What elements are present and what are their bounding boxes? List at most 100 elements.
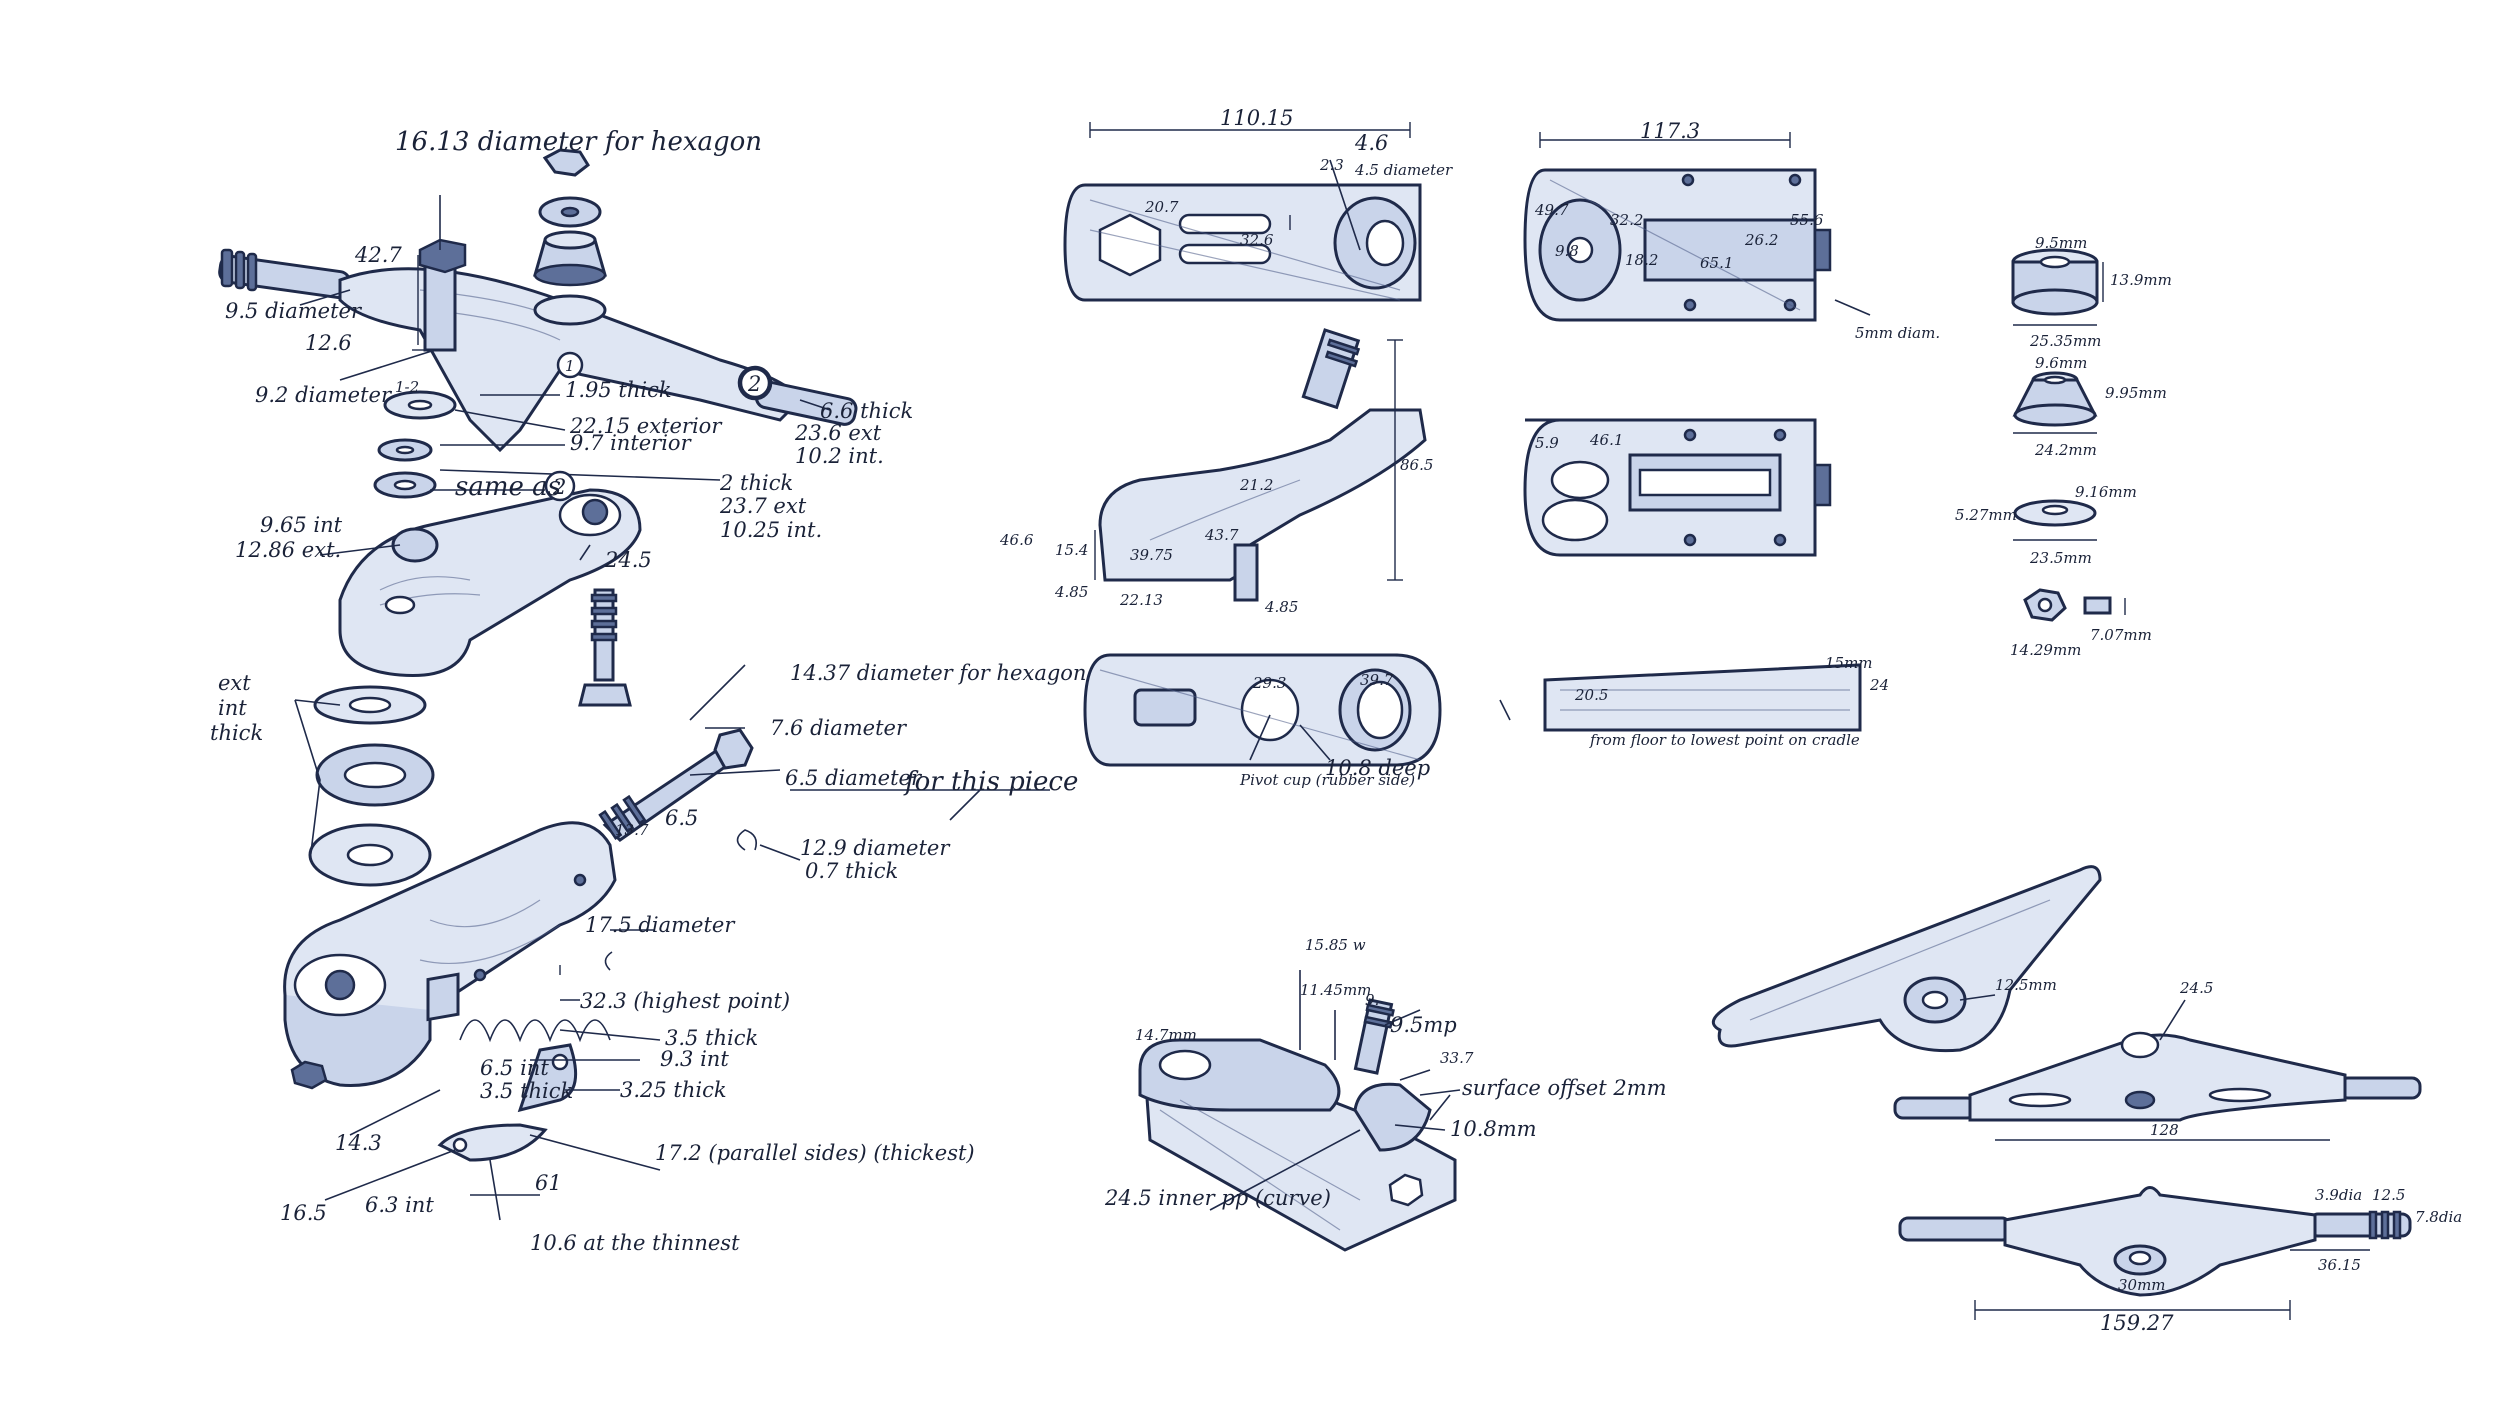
side-view bbox=[1094, 328, 1427, 602]
label-20-5: 20.5 bbox=[1574, 686, 1608, 704]
label-20-7: 20.7 bbox=[1144, 198, 1179, 216]
ortho-leaders bbox=[1249, 159, 1871, 761]
label-1-2: 1-2 bbox=[395, 378, 419, 396]
label-24: 24 bbox=[1869, 676, 1889, 694]
label-4-85a: 4.85 bbox=[1054, 583, 1088, 601]
bearing-stack bbox=[294, 685, 435, 887]
label-33: 33.7 bbox=[1440, 1049, 1474, 1067]
label-39-7: 39.7 bbox=[1360, 671, 1394, 689]
bottom-view-1 bbox=[1523, 418, 1832, 557]
front-view bbox=[1083, 653, 1442, 767]
label-24-5: 24.5 bbox=[604, 548, 652, 572]
bushing-labels: 9.5mm 13.9mm 25.35mm 9.6mm 9.95mm 24.2mm… bbox=[1955, 234, 2172, 659]
label-159-27: 159.27 bbox=[2100, 1311, 2174, 1335]
label-9-5mp: 9.5mp bbox=[1390, 1013, 1457, 1037]
callout-markers: 1 2 2 bbox=[544, 351, 771, 502]
label-22-13: 22.13 bbox=[1119, 591, 1163, 609]
label-6-3: 6.3 int bbox=[365, 1193, 434, 1217]
label-39-75: 39.75 bbox=[1130, 546, 1173, 564]
label-26-2: 26.2 bbox=[1744, 231, 1778, 249]
label-6-5: 6.5 bbox=[665, 806, 698, 830]
label-for-this-piece: for this piece bbox=[903, 767, 1078, 797]
label-110-15: 110.15 bbox=[1220, 106, 1293, 130]
label-15-4: 15.4 bbox=[1055, 541, 1088, 559]
label-86-5: 86.5 bbox=[1400, 456, 1433, 474]
label-b2-top: 9.6mm bbox=[2035, 354, 2087, 372]
label-23-6: 23.6 ext bbox=[794, 421, 882, 445]
label-10-8-deep: 10.8 deep bbox=[1325, 756, 1430, 780]
cradle bbox=[338, 488, 642, 678]
cup-washer bbox=[2013, 499, 2097, 541]
label-3-5: 3.5 thick bbox=[665, 1026, 758, 1050]
label-2-thick: 2 thick bbox=[719, 471, 793, 495]
label-42-7: 42.7 bbox=[354, 243, 402, 267]
label-32-3: 32.3 (highest point) bbox=[580, 989, 790, 1013]
label-10-8mm: 10.8mm bbox=[1450, 1117, 1537, 1141]
circle-label-2b: 2 bbox=[552, 475, 566, 499]
exploded-leaders bbox=[299, 195, 1050, 1221]
label-3-5thick: 3.5 thick bbox=[480, 1079, 573, 1103]
nuts bbox=[2023, 588, 2126, 622]
label-14-3: 14.3 bbox=[335, 1131, 382, 1155]
exploded-view: 1 2 2 16.13 diameter for hexagon 42.7 9.… bbox=[210, 127, 1086, 1255]
label-b1-top: 9.5mm bbox=[2035, 234, 2087, 252]
label-12-5mm: 12.5mm bbox=[1995, 976, 2057, 994]
label-11-45: 11.45mm bbox=[1300, 981, 1371, 999]
hanger-perspective bbox=[1711, 865, 2102, 1053]
top-view-2 bbox=[1523, 132, 1832, 322]
label-same-as: same as bbox=[455, 472, 561, 502]
washer-stack-1 bbox=[373, 390, 457, 499]
bushing-cone bbox=[2012, 371, 2098, 434]
label-9-2: 9.2 diameter bbox=[255, 383, 393, 407]
bushings-column: 9.5mm 13.9mm 25.35mm 9.6mm 9.95mm 24.2mm… bbox=[1955, 234, 2172, 659]
label-thick: thick bbox=[210, 721, 263, 745]
label-9-5: 9.5 diameter bbox=[225, 299, 363, 323]
label-9-3: 9.3 int bbox=[660, 1047, 729, 1071]
label-21-2: 21.2 bbox=[1239, 476, 1273, 494]
label-6-5dia: 6.5 diameter bbox=[785, 766, 923, 790]
label-22-15: 22.15 exterior bbox=[569, 414, 723, 438]
label-29-3: 29.3 bbox=[1252, 674, 1286, 692]
ortho-labels: 110.15 2.3 4.6 4.5 diameter 20.7 32.6 11… bbox=[999, 106, 1940, 789]
circle-label-1: 1 bbox=[565, 357, 575, 375]
label-13-7: 13.7 bbox=[615, 821, 649, 839]
label-12-9: 12.9 diameter bbox=[800, 836, 951, 860]
label-1-95: 1.95 thick bbox=[565, 378, 672, 402]
exploded-labels: 16.13 diameter for hexagon 42.7 9.5 diam… bbox=[210, 127, 1086, 1255]
ortho-views: 110.15 2.3 4.6 4.5 diameter 20.7 32.6 11… bbox=[999, 106, 1940, 789]
label-17-2: 17.2 (parallel sides) (thickest) bbox=[655, 1141, 975, 1165]
label-5-9: 5.9 bbox=[1535, 434, 1559, 452]
label-b2-bot: 24.2mm bbox=[2034, 441, 2097, 459]
label-5mm: 5mm diam. bbox=[1855, 324, 1940, 342]
label-w-side: 5.27mm bbox=[1955, 506, 2017, 524]
label-10-25: 10.25 int. bbox=[720, 518, 822, 542]
spring bbox=[459, 951, 613, 1043]
label-2-3: 2.3 bbox=[1319, 156, 1344, 174]
label-surface-offset: surface offset 2mm bbox=[1462, 1076, 1667, 1100]
label-15mm: 15mm bbox=[1825, 654, 1873, 672]
label-23-7: 23.7 ext bbox=[719, 494, 807, 518]
label-14-7mm: 14.7mm bbox=[1135, 1026, 1197, 1044]
hanger-views: 12.5mm 24.5 128 3.9dia 12.5 7.8dia 36.15… bbox=[1711, 865, 2462, 1335]
label-9: 9. bbox=[1365, 991, 1379, 1009]
label-128: 128 bbox=[2150, 1121, 2179, 1139]
side-long-view bbox=[1499, 663, 1862, 732]
c-clip bbox=[736, 829, 758, 851]
label-12-6: 12.6 bbox=[305, 331, 352, 355]
label-3-25: 3.25 thick bbox=[620, 1078, 727, 1102]
label-15-85: 15.85 w bbox=[1305, 936, 1366, 954]
label-32-6: 32.6 bbox=[1240, 231, 1274, 249]
label-9-7: 9.7 interior bbox=[570, 431, 693, 455]
label-w-top: 9.16mm bbox=[2075, 483, 2137, 501]
label-10-2: 10.2 int. bbox=[795, 444, 884, 468]
label-18: 18.2 bbox=[1625, 251, 1658, 269]
label-55-6: 55.6 bbox=[1790, 211, 1824, 229]
label-36-15: 36.15 bbox=[2318, 1256, 2361, 1274]
label-3-9dia: 3.9dia bbox=[2315, 1186, 2362, 1204]
label-24-5-inner: 24.5 inner pp (curve) bbox=[1104, 1186, 1331, 1210]
bracket-pieces bbox=[290, 972, 578, 1162]
label-6-6: 6.6 thick bbox=[820, 399, 913, 423]
label-10-6: 10.6 at the thinnest bbox=[530, 1231, 740, 1255]
label-ext: ext bbox=[218, 671, 251, 695]
label-7-8dia: 7.8dia bbox=[2415, 1208, 2462, 1226]
